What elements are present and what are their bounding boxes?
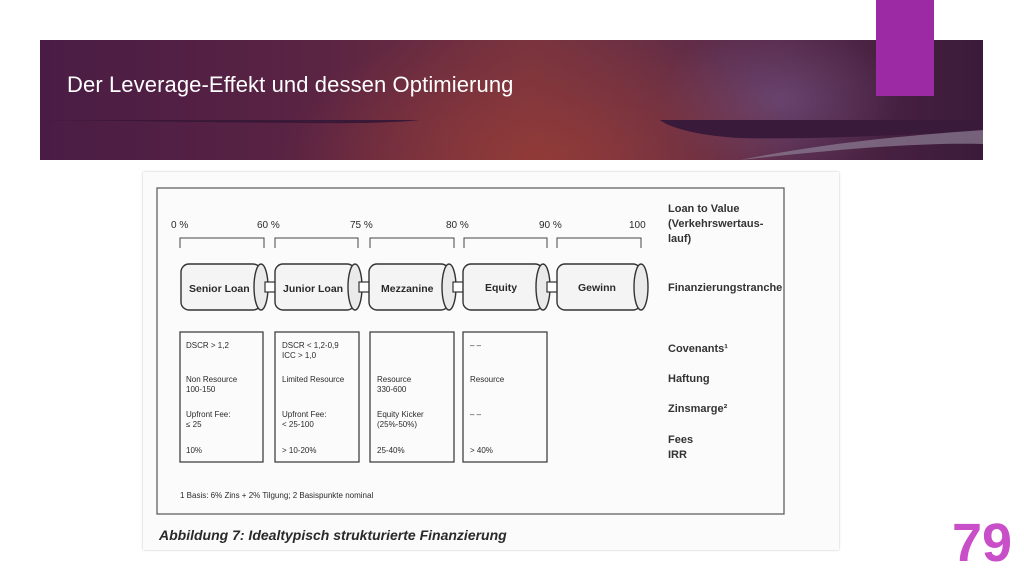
cell-text: – – bbox=[470, 410, 482, 419]
percent-mark: 75 % bbox=[350, 220, 373, 231]
cell-text: DSCR < 1,2-0,9 bbox=[282, 341, 339, 350]
side-label-ltv: lauf) bbox=[668, 233, 692, 245]
percent-mark: 80 % bbox=[446, 220, 469, 231]
cell-text: Non Resource bbox=[186, 375, 238, 384]
cell-text: > 10-20% bbox=[282, 446, 316, 455]
cell-text: 100-150 bbox=[186, 385, 216, 394]
cell-text: Equity Kicker bbox=[377, 410, 424, 419]
side-labels: Loan to Value (Verkehrswertaus- lauf) Fi… bbox=[668, 203, 782, 461]
side-label-covenants: Covenants¹ bbox=[668, 343, 728, 355]
percent-mark: 0 % bbox=[171, 220, 188, 231]
range-brackets bbox=[179, 237, 642, 248]
detail-column-junior-loan: DSCR < 1,2-0,9 ICC > 1,0 Limited Resourc… bbox=[282, 341, 345, 455]
detail-column-senior-loan: DSCR > 1,2 Non Resource 100-150 Upfront … bbox=[186, 341, 238, 455]
cell-text: 10% bbox=[186, 446, 202, 455]
banner-wave-decoration bbox=[40, 120, 983, 160]
side-label-zinsmarge: Zinsmarge² bbox=[668, 403, 728, 415]
tranche-cylinders bbox=[180, 263, 649, 311]
cell-text: Upfront Fee: bbox=[186, 410, 230, 419]
scanned-figure: 0 % 60 % 75 % 80 % 90 % 100 bbox=[143, 172, 839, 550]
side-label-fees: Fees bbox=[668, 434, 693, 446]
cell-text: 25-40% bbox=[377, 446, 405, 455]
percent-mark: 90 % bbox=[539, 220, 562, 231]
cylinder-senior-loan bbox=[180, 263, 269, 311]
cell-text: DSCR > 1,2 bbox=[186, 341, 229, 350]
detail-box-senior-loan bbox=[179, 331, 264, 463]
tranche-label: Gewinn bbox=[578, 282, 616, 294]
cell-text: Resource bbox=[470, 375, 505, 384]
figure-footnote: 1 Basis: 6% Zins + 2% Tilgung; 2 Basispu… bbox=[180, 491, 373, 500]
detail-column-equity: – – Resource – – > 40% bbox=[470, 341, 505, 455]
detail-box-mezzanine bbox=[369, 331, 455, 463]
cell-text: < 25-100 bbox=[282, 420, 314, 429]
detail-column-mezzanine: Resource 330-600 Equity Kicker (25%-50%)… bbox=[377, 375, 424, 455]
percent-mark: 60 % bbox=[257, 220, 280, 231]
accent-tab bbox=[876, 0, 934, 96]
cell-text: ICC > 1,0 bbox=[282, 351, 317, 360]
figure-caption: Abbildung 7: Idealtypisch strukturierte … bbox=[158, 527, 507, 543]
tranche-label: Senior Loan bbox=[189, 283, 250, 295]
figure-frame bbox=[156, 187, 785, 515]
tranche-label: Equity bbox=[485, 282, 517, 294]
page-number: 79 bbox=[952, 513, 1013, 573]
side-label-ltv: (Verkehrswertaus- bbox=[668, 218, 764, 230]
side-label-haftung: Haftung bbox=[668, 373, 710, 385]
cell-text: (25%-50%) bbox=[377, 420, 417, 429]
cell-text: Limited Resource bbox=[282, 375, 345, 384]
financing-structure-diagram: 0 % 60 % 75 % 80 % 90 % 100 bbox=[156, 187, 785, 543]
cylinder-junior-loan bbox=[274, 263, 363, 311]
percent-mark: 100 bbox=[629, 220, 646, 231]
cylinder-mezzanine bbox=[368, 263, 457, 311]
cylinder-equity bbox=[462, 263, 551, 311]
detail-box-equity bbox=[462, 331, 548, 463]
cell-text: 330-600 bbox=[377, 385, 407, 394]
side-label-irr: IRR bbox=[668, 449, 687, 461]
cell-text: ≤ 25 bbox=[186, 420, 202, 429]
side-label-tranche: Finanzierungstranche bbox=[668, 282, 782, 294]
cell-text: Upfront Fee: bbox=[282, 410, 326, 419]
detail-box-junior-loan bbox=[274, 331, 360, 463]
slide-title: Der Leverage-Effekt und dessen Optimieru… bbox=[67, 72, 514, 97]
cylinder-gewinn bbox=[556, 263, 649, 311]
tranche-label: Junior Loan bbox=[283, 283, 343, 295]
tranche-label: Mezzanine bbox=[381, 283, 434, 295]
cell-text: Resource bbox=[377, 375, 412, 384]
cell-text: – – bbox=[470, 341, 482, 350]
title-banner bbox=[40, 40, 983, 160]
side-label-ltv: Loan to Value bbox=[668, 203, 740, 215]
cell-text: > 40% bbox=[470, 446, 493, 455]
